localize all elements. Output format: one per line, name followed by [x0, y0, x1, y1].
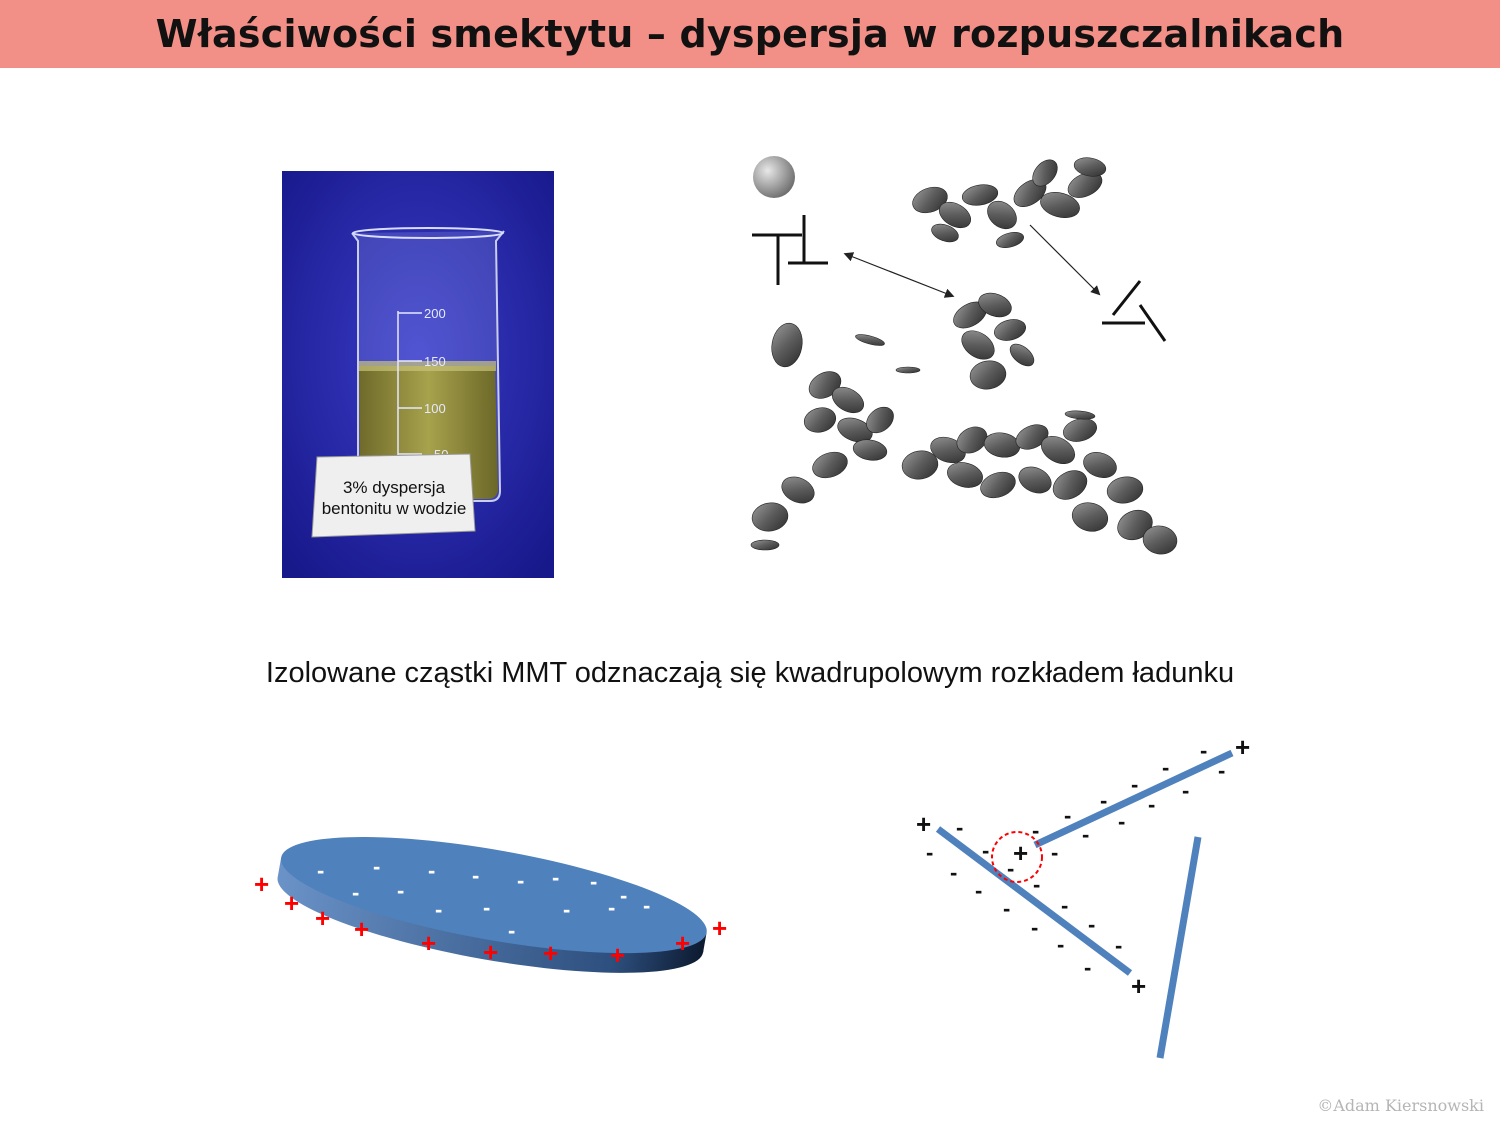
- scale-label-200: 200: [424, 306, 446, 321]
- negative-charge: -: [397, 878, 404, 903]
- negative-charge: -: [1032, 818, 1039, 843]
- negative-charge: -: [472, 863, 479, 888]
- negative-charge: -: [517, 868, 524, 893]
- negative-charge: -: [1218, 758, 1225, 783]
- sphere-icon: [753, 156, 795, 198]
- negative-charge: -: [1051, 840, 1058, 865]
- copyright-notice: ©Adam Kiersnowski: [1317, 1096, 1484, 1115]
- title-bar: Właściwości smektytu – dyspersja w rozpu…: [0, 0, 1500, 68]
- arrow-left: [843, 252, 955, 298]
- negative-charge: -: [428, 858, 435, 883]
- disc-positive-charges: + + + + + + + + + +: [254, 869, 727, 970]
- negative-charge: -: [352, 880, 359, 905]
- positive-charge: +: [1013, 838, 1028, 868]
- beaker-rim: [352, 227, 504, 239]
- negative-charge: -: [563, 897, 570, 922]
- negative-charge: -: [975, 878, 982, 903]
- positive-charge: +: [675, 928, 690, 958]
- negative-charge: -: [1003, 896, 1010, 921]
- negative-charge: -: [1131, 772, 1138, 797]
- negative-charge: -: [1031, 915, 1038, 940]
- negative-charge: -: [643, 893, 650, 918]
- scale-label-100: 100: [424, 401, 446, 416]
- negative-charge: -: [1118, 809, 1125, 834]
- negative-charge: -: [982, 838, 989, 863]
- edge-edge-symbol: [1102, 280, 1167, 342]
- slide-title: Właściwości smektytu – dyspersja w rozpu…: [155, 12, 1345, 56]
- negative-charge: -: [1007, 856, 1014, 881]
- positive-charge: +: [284, 888, 299, 918]
- negative-charge: -: [926, 840, 933, 865]
- negative-charge: -: [1088, 912, 1095, 937]
- positive-charge: +: [1235, 732, 1250, 762]
- negative-charge: -: [483, 895, 490, 920]
- arrow-right: [1029, 224, 1101, 296]
- positive-charge: +: [916, 809, 931, 839]
- negative-charge: -: [1115, 933, 1122, 958]
- negative-charge: -: [373, 854, 380, 879]
- positive-charge: +: [543, 938, 558, 968]
- disc-clusters: [750, 157, 1178, 555]
- negative-charge: -: [1082, 822, 1089, 847]
- negative-charge: -: [1084, 955, 1091, 980]
- negative-charge: -: [317, 858, 324, 883]
- positive-charge: +: [610, 940, 625, 970]
- negative-charge: -: [1057, 932, 1064, 957]
- negative-charge: -: [552, 865, 559, 890]
- slide-caption: Izolowane cząstki MMT odznaczają się kwa…: [265, 657, 1235, 689]
- association-negative-charges: --- --- --- --- --- --- --- --- --: [926, 738, 1225, 980]
- beaker-photo: 200 150 100 50 3% dyspersja bentonitu w …: [282, 171, 554, 578]
- positive-charge: +: [712, 913, 727, 943]
- negative-charge: -: [1200, 738, 1207, 763]
- scale-label-150: 150: [424, 354, 446, 369]
- negative-charge: -: [590, 869, 597, 894]
- positive-charge: +: [354, 914, 369, 944]
- label-line-1: 3% dyspersja: [343, 478, 446, 497]
- negative-charge: -: [956, 815, 963, 840]
- positive-charge: +: [1131, 971, 1146, 1001]
- edge-face-symbol: [752, 215, 828, 285]
- label-card: 3% dyspersja bentonitu w wodzie: [311, 453, 476, 538]
- negative-charge: -: [1033, 872, 1040, 897]
- positive-charge: +: [421, 928, 436, 958]
- association-positive-charges: + + + +: [916, 732, 1250, 1001]
- positive-charge: +: [315, 903, 330, 933]
- negative-charge: -: [608, 895, 615, 920]
- negative-charge: -: [435, 897, 442, 922]
- negative-charge: -: [1061, 893, 1068, 918]
- negative-charge: -: [1162, 755, 1169, 780]
- charge-distribution-diagram: --- --- --- --- --- - +++ +++ +++ + --- …: [0, 720, 1500, 1100]
- negative-charge: -: [1182, 778, 1189, 803]
- particle-aggregates-illustration: [740, 145, 1190, 565]
- negative-charge: -: [620, 883, 627, 908]
- clay-plate-disc: [277, 837, 707, 973]
- disc-negative-charges: --- --- --- --- --- -: [317, 854, 650, 943]
- contact-highlight: [991, 831, 1043, 883]
- edge-face-association: [935, 749, 1234, 1059]
- positive-charge: +: [254, 869, 269, 899]
- negative-charge: -: [1148, 792, 1155, 817]
- negative-charge: -: [1064, 803, 1071, 828]
- negative-charge: -: [950, 860, 957, 885]
- positive-charge: +: [483, 937, 498, 967]
- negative-charge: -: [508, 918, 515, 943]
- negative-charge: -: [1100, 788, 1107, 813]
- label-line-2: bentonitu w wodzie: [322, 499, 467, 518]
